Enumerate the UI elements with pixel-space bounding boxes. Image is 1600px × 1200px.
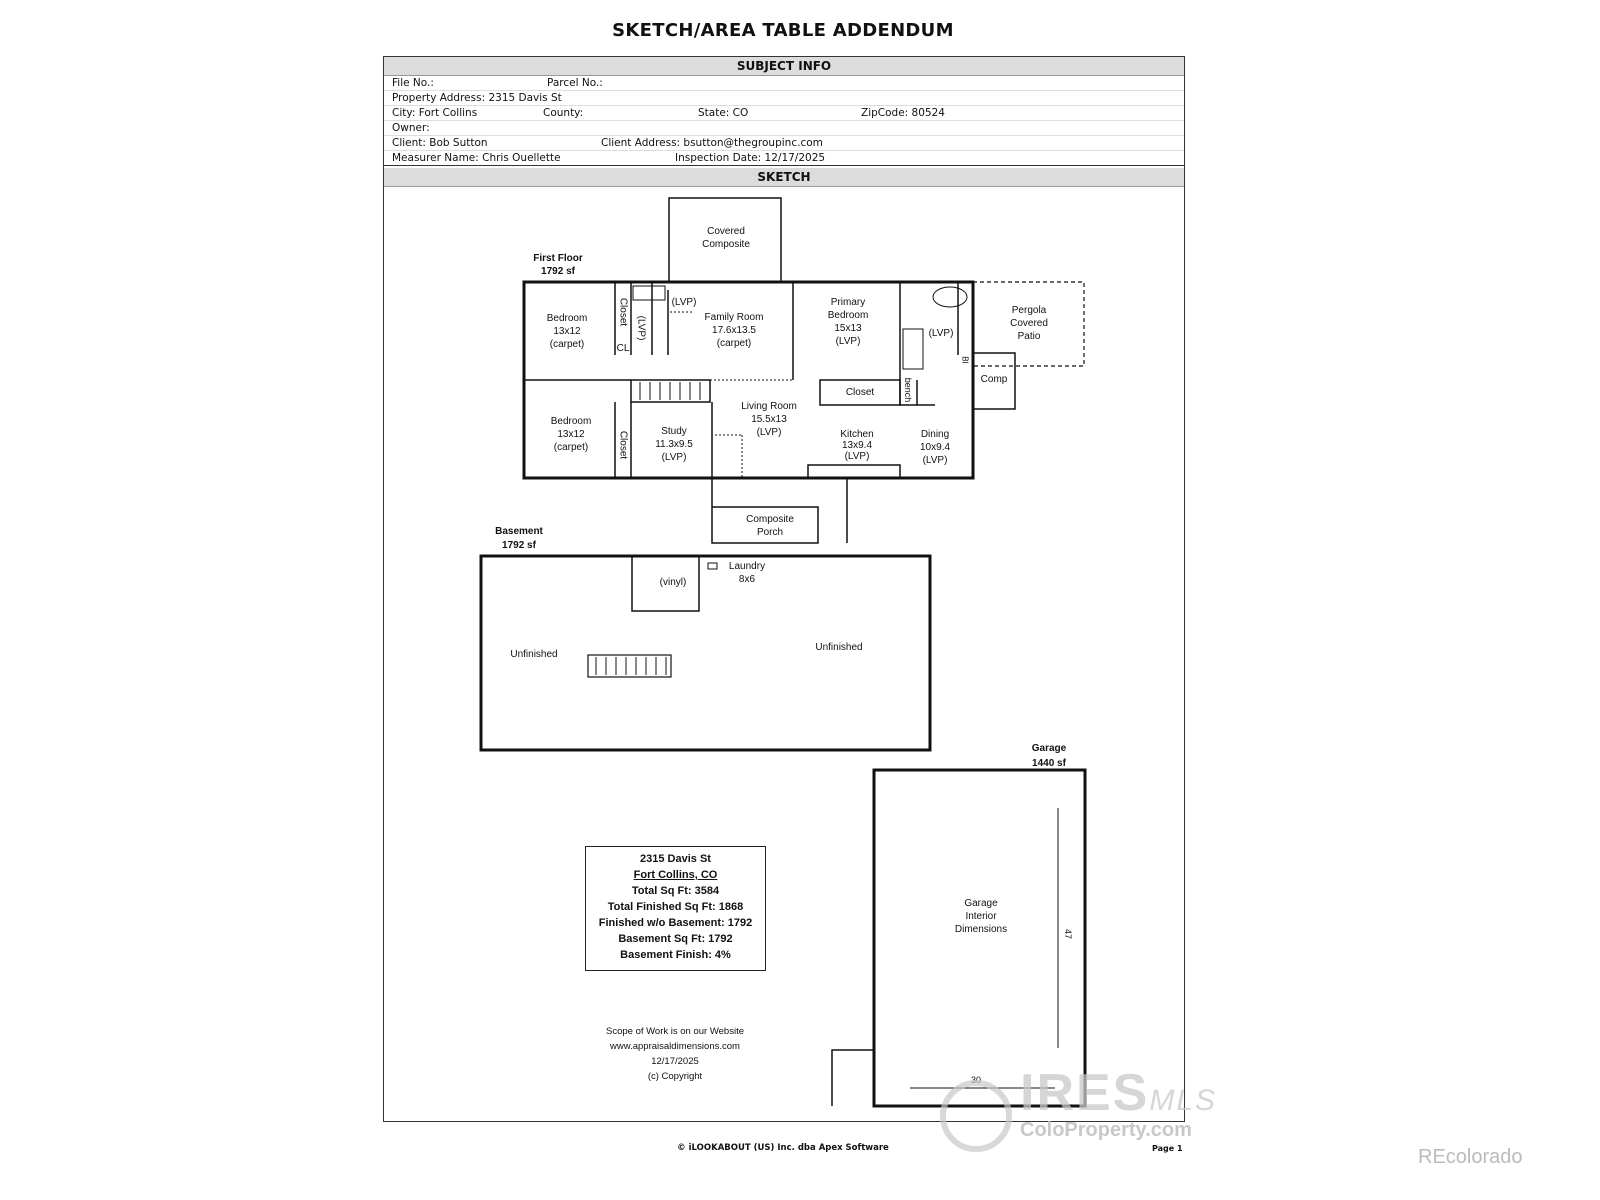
scope-note: Scope of Work is on our Website <box>606 1026 744 1037</box>
summary-city: Fort Collins, CO <box>633 869 718 881</box>
summary-basement-finish: Basement Finish: 4% <box>620 949 731 961</box>
lvp-label: (LVP) <box>635 315 647 341</box>
bench-label: bench <box>903 377 913 403</box>
file-no: File No.: <box>392 77 434 89</box>
closet-label: Closet <box>845 387 875 398</box>
property-address: Property Address: 2315 Davis St <box>392 92 562 104</box>
interior-walls <box>524 282 959 479</box>
closet-label: Closet <box>617 297 629 327</box>
footer: © iLOOKABOUT (US) Inc. dba Apex Software <box>677 1143 889 1153</box>
basement-outline <box>479 554 932 752</box>
summary-address: 2315 Davis St <box>640 853 711 865</box>
addendum-frame: SUBJECT INFO File No.: Parcel No.: Prope… <box>383 56 1185 1122</box>
basement-bath <box>631 555 700 612</box>
note-date: 12/17/2025 <box>651 1056 699 1067</box>
lvp-label: (LVP) <box>671 297 697 308</box>
info-row: Measurer Name: Chris Ouellette Inspectio… <box>384 151 1184 166</box>
page-title: SKETCH/AREA TABLE ADDENDUM <box>612 20 954 41</box>
coloproperty-watermark: ColoProperty.com <box>1020 1119 1192 1141</box>
zip: ZipCode: 80524 <box>861 107 945 119</box>
notes: Scope of Work is on our Website www.appr… <box>575 1024 775 1084</box>
sketch-header: SKETCH <box>384 168 1184 187</box>
website-link[interactable]: www.appraisaldimensions.com <box>610 1041 740 1052</box>
unfinished-label: Unfinished <box>815 642 863 653</box>
info-row: Owner: <box>384 121 1184 136</box>
garage-outline <box>872 768 1087 1108</box>
page-number: Page 1 <box>1152 1144 1183 1153</box>
info-row: File No.: Parcel No.: <box>384 76 1184 91</box>
recolorado-watermark: REcolorado <box>1418 1146 1523 1168</box>
stairs <box>639 382 701 400</box>
basement-stairs <box>587 654 672 678</box>
county: County: <box>543 107 584 119</box>
copyright-note: (c) Copyright <box>647 1071 703 1082</box>
unfinished-label: Unfinished <box>510 649 558 660</box>
parcel-no: Parcel No.: <box>547 77 603 89</box>
shower <box>902 328 924 370</box>
house-logo-icon <box>940 1080 1012 1152</box>
summary-basement: Basement Sq Ft: 1792 <box>618 933 733 945</box>
measurer: Measurer Name: Chris Ouellette <box>392 152 561 164</box>
owner: Owner: <box>392 122 430 134</box>
covered-composite <box>668 197 782 283</box>
closet-label: Closet <box>617 430 629 460</box>
area-summary-box: 2315 Davis St Fort Collins, CO Total Sq … <box>585 846 766 971</box>
city: City: Fort Collins <box>392 107 478 119</box>
garage-depth-dimension: 47 <box>1063 928 1073 940</box>
lvp-label: (LVP) <box>928 328 954 339</box>
bathtub <box>632 285 666 301</box>
info-row: Property Address: 2315 Davis St <box>384 91 1184 106</box>
summary-finished-wo-basement: Finished w/o Basement: 1792 <box>598 917 753 929</box>
bi-label: BI <box>960 356 970 364</box>
comp-outline <box>972 352 1016 410</box>
subject-info-header: SUBJECT INFO <box>384 57 1184 76</box>
vinyl-label: (vinyl) <box>659 577 687 588</box>
ires-watermark: IRESMLS <box>1020 1064 1218 1122</box>
client-address: Client Address: bsutton@thegroupinc.com <box>601 137 823 149</box>
summary-total: Total Sq Ft: 3584 <box>631 885 720 897</box>
client: Client: Bob Sutton <box>392 137 488 149</box>
summary-finished: Total Finished Sq Ft: 1868 <box>607 901 744 913</box>
info-row: City: Fort Collins County: State: CO Zip… <box>384 106 1184 121</box>
info-row: Client: Bob Sutton Client Address: bsutt… <box>384 136 1184 151</box>
comp-label: Comp <box>980 374 1008 385</box>
inspection-date: Inspection Date: 12/17/2025 <box>675 152 826 164</box>
cl-label: CL <box>616 343 630 354</box>
state: State: CO <box>698 107 749 119</box>
tub <box>932 286 968 308</box>
